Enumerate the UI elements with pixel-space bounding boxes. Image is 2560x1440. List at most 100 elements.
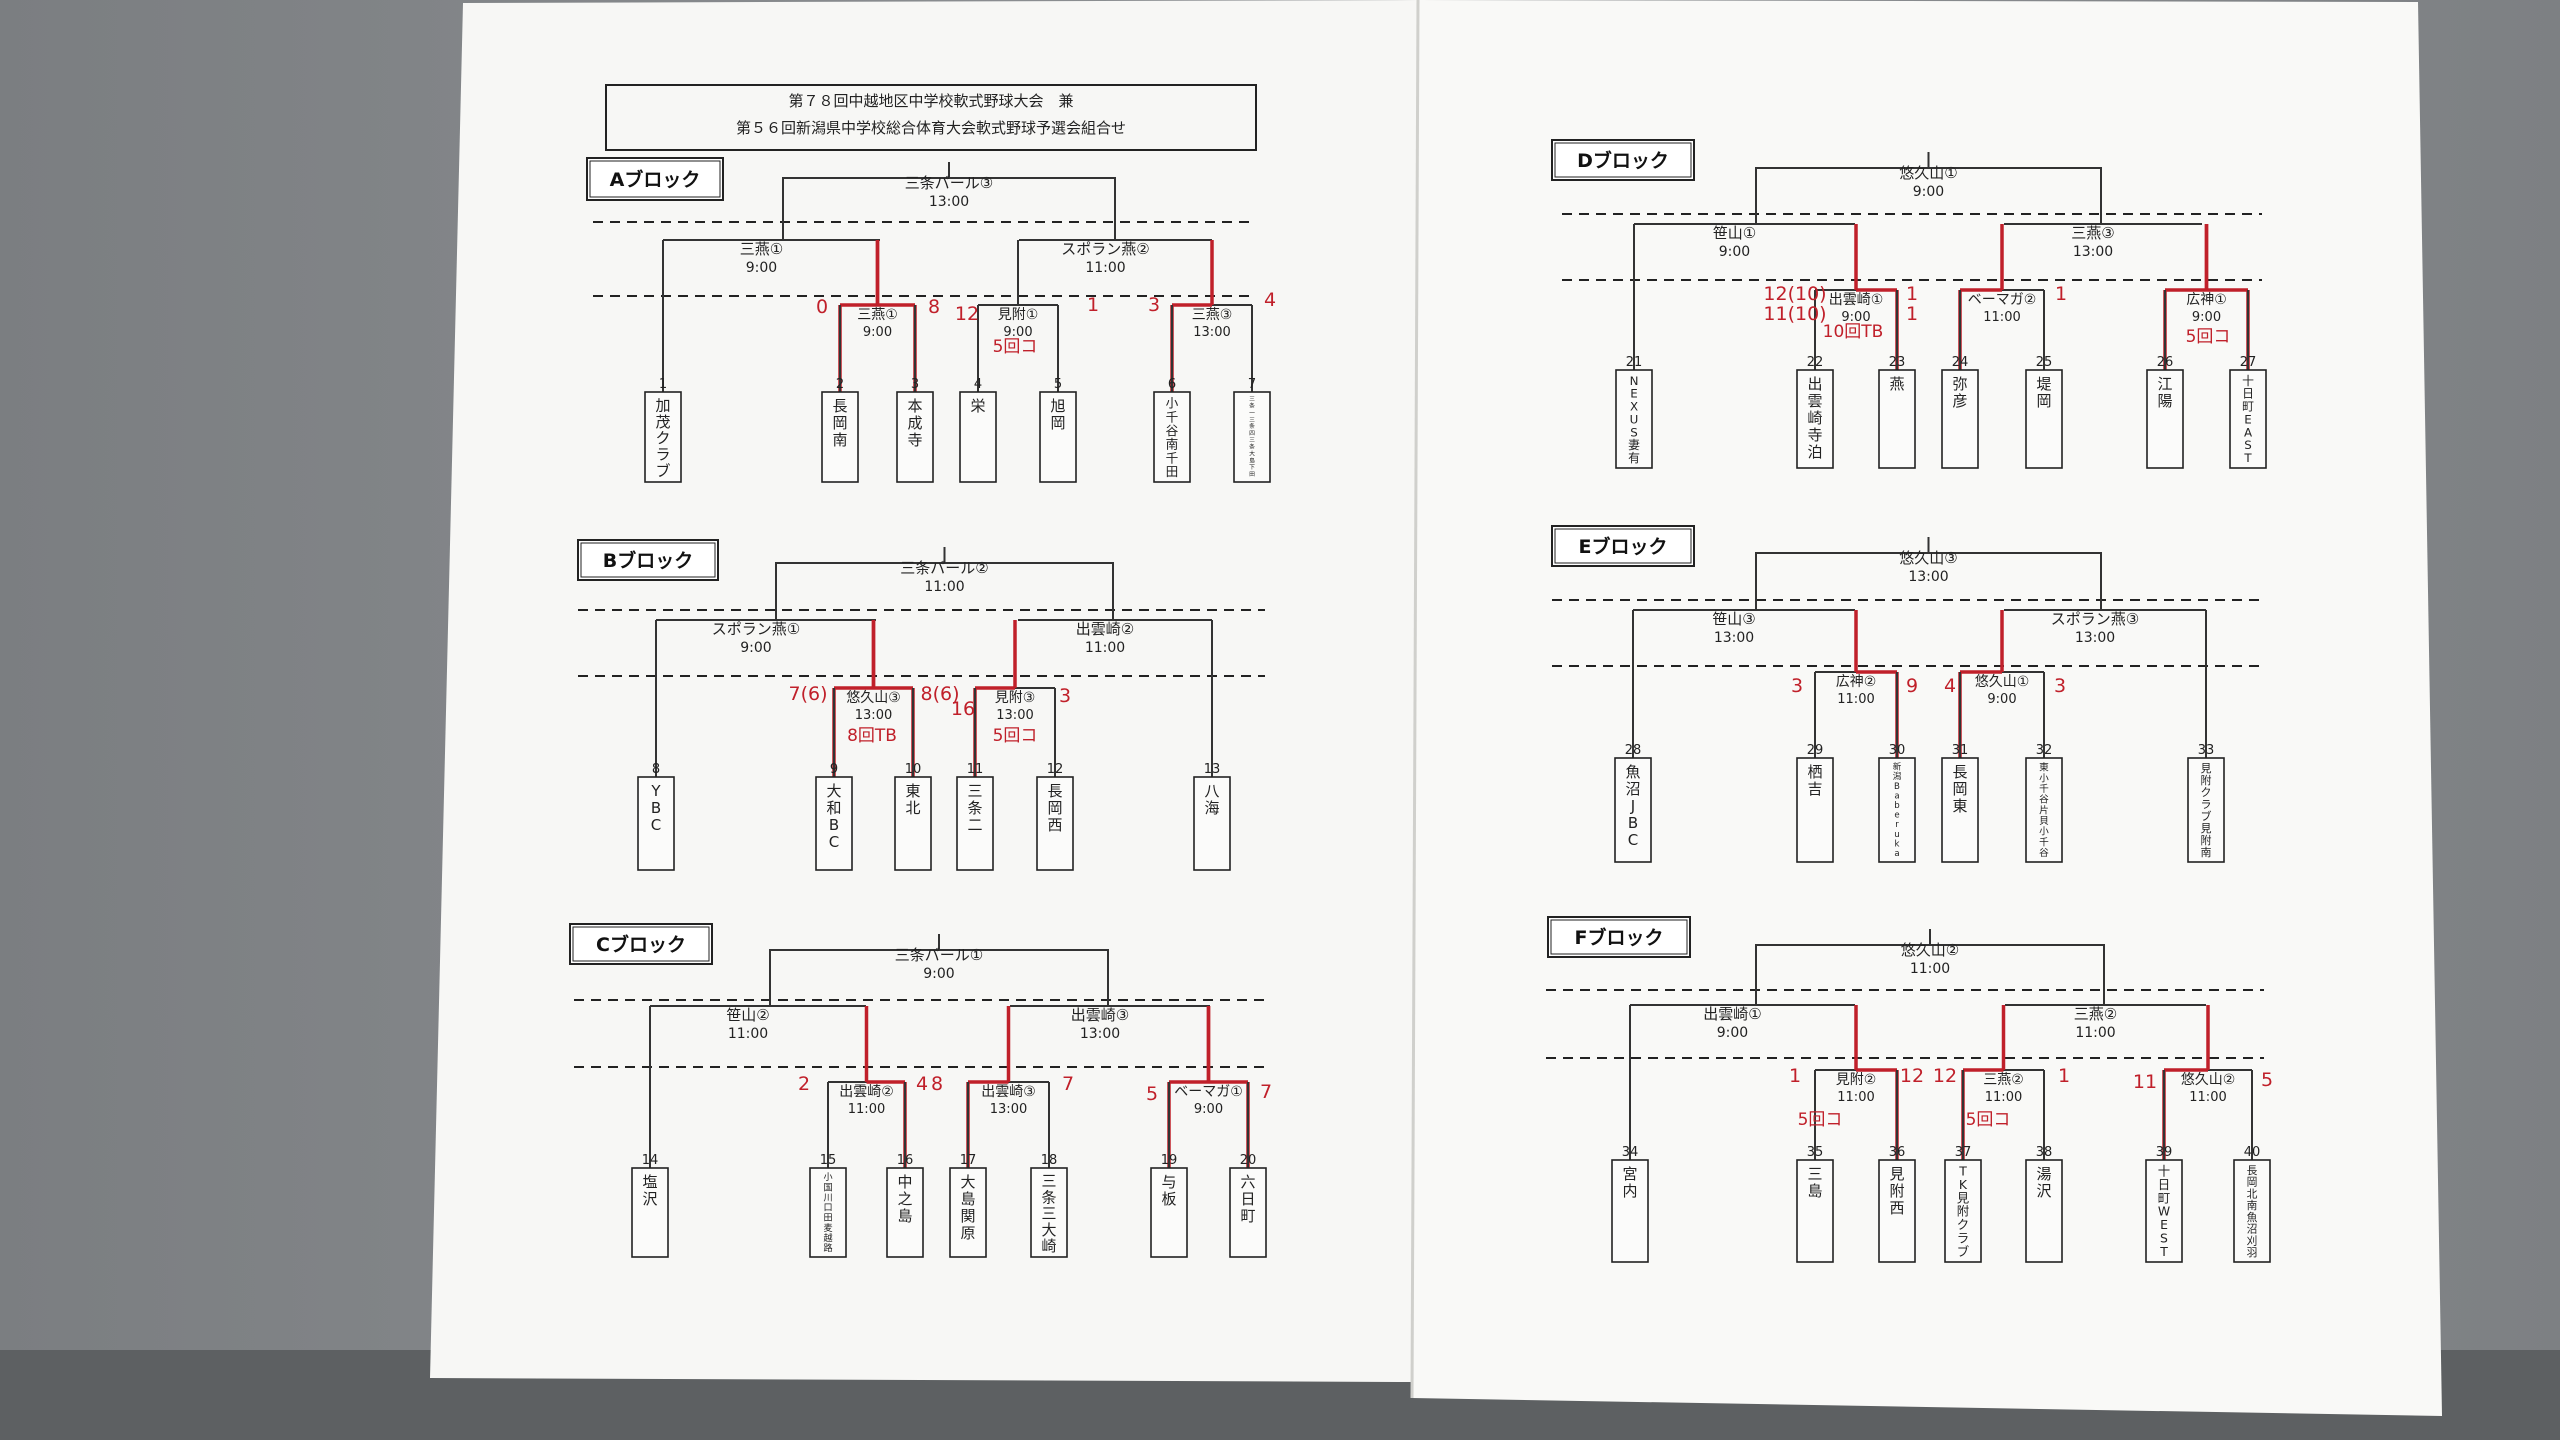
team-name: 宮内 — [1622, 1165, 1637, 1200]
team-name-char: 千 — [1166, 450, 1179, 465]
team-name-char: T — [2243, 451, 2252, 465]
handwritten-score: 3 — [1791, 675, 1803, 697]
team-name-char: 加 — [655, 396, 670, 414]
team-box — [2229, 369, 2267, 469]
team-name-char: 関 — [960, 1207, 975, 1225]
team-box — [1941, 369, 1979, 469]
semi-time: 11:00 — [1085, 260, 1125, 276]
team-box — [2025, 369, 2063, 469]
team-name-char: 出 — [1807, 375, 1822, 393]
team-name-char: 之 — [897, 1190, 912, 1208]
final-bracket — [782, 177, 1116, 240]
semi-venue: 三燕① — [740, 240, 783, 258]
team-name-char: 三 — [1249, 437, 1255, 444]
team-number: 20 — [1240, 1153, 1257, 1168]
team-name-char: 岡 — [1952, 780, 1967, 798]
team-name-char: 田 — [823, 1213, 832, 1224]
team-name-char: 島 — [897, 1207, 912, 1225]
handwritten-note: 5回コ — [1966, 1110, 2011, 1130]
block-label: Eブロック — [1579, 535, 1668, 558]
team-name-char: 川 — [823, 1193, 832, 1203]
team-name-char: 田 — [1166, 464, 1179, 479]
team-name-char: 小 — [2039, 773, 2049, 784]
team-name-char: 沢 — [2036, 1182, 2051, 1200]
team-name: 塩沢 — [642, 1173, 657, 1208]
team-box — [2146, 369, 2184, 469]
first-venue: 出雲崎② — [839, 1084, 894, 1100]
team-number: 10 — [905, 762, 922, 777]
team-name-char: 潟 — [1893, 770, 1902, 782]
team-name-char: ク — [1957, 1217, 1969, 1232]
team-box — [2025, 1159, 2063, 1263]
team-name: 三島 — [1807, 1165, 1822, 1200]
final-bracket — [1755, 167, 2102, 224]
semi-time: 9:00 — [1717, 1025, 1748, 1041]
first-time: 11:00 — [848, 1102, 885, 1117]
team-name-char: 妻 — [1628, 438, 1640, 452]
team-name: 東北 — [905, 782, 920, 817]
team-name-char: 日 — [1240, 1190, 1255, 1208]
team-name-char: 西 — [1889, 1199, 1904, 1217]
team-name-char: e — [1894, 811, 1899, 821]
first-time: 13:00 — [990, 1102, 1027, 1117]
team-box — [1036, 776, 1074, 871]
handwritten-score: 4 — [1944, 675, 1956, 697]
team-name-char: 大 — [1249, 450, 1255, 458]
first-venue: 見附② — [1836, 1072, 1877, 1088]
team-number: 31 — [1952, 743, 1969, 758]
team-number: 23 — [1889, 355, 1906, 370]
semi-time: 11:00 — [728, 1026, 768, 1042]
semi-venue: スポラン燕① — [712, 620, 800, 638]
team-name-char: 国 — [823, 1182, 832, 1193]
first-venue: 悠久山③ — [846, 690, 901, 706]
team-number: 34 — [1622, 1145, 1639, 1160]
team-number: 4 — [974, 377, 982, 392]
semi-time: 13:00 — [2075, 630, 2115, 646]
team-box — [956, 776, 994, 871]
team-name-char: 三 — [1249, 396, 1255, 403]
team-name-char: Y — [650, 782, 661, 800]
team-name-char: 島 — [960, 1190, 975, 1208]
handwritten-score: 0 — [816, 296, 828, 318]
handwritten-score: 12(10) — [1763, 283, 1826, 305]
team-name-char: 南 — [832, 431, 847, 449]
team-name: 八海 — [1204, 782, 1219, 817]
team-name-char: E — [1630, 387, 1637, 401]
team-name-char: 東 — [905, 782, 920, 800]
first-venue: 広神② — [1836, 674, 1877, 690]
team-name-char: ク — [2201, 786, 2212, 799]
team-name-char: 内 — [1622, 1182, 1637, 1200]
team-name-char: 弥 — [1952, 375, 1967, 393]
semi-venue: 出雲崎① — [1703, 1005, 1761, 1023]
block-f: Fブロック悠久山②11:00出雲崎①9:00三燕②11:00見附②11:00三燕… — [1546, 916, 2273, 1263]
team-name: 長岡南 — [832, 397, 847, 449]
team-name: YBC — [650, 782, 661, 834]
team-name-char: 八 — [1204, 782, 1219, 800]
team-box — [1614, 757, 1652, 863]
semi-time: 11:00 — [2075, 1025, 2115, 1041]
team-name-char: 塩 — [642, 1173, 657, 1191]
handwritten-score: 8 — [928, 296, 940, 318]
team-box — [2145, 1159, 2183, 1263]
team-name-char: 原 — [960, 1224, 975, 1242]
team-number: 5 — [1054, 377, 1062, 392]
team-name-char: 彦 — [1952, 392, 1967, 410]
team-name-char: 千 — [2039, 837, 2049, 848]
team-name-char: 宮 — [1622, 1165, 1637, 1183]
team-name-char: 条 — [1041, 1188, 1056, 1206]
team-name-char: 谷 — [2039, 848, 2049, 859]
block-label: Aブロック — [610, 168, 701, 191]
first-venue: 出雲崎① — [1829, 292, 1884, 308]
team-number: 13 — [1204, 762, 1221, 777]
team-name-char: b — [1894, 801, 1899, 811]
team-name-char: B — [1894, 782, 1900, 792]
header-line-1: 第７８回中越地区中学校軟式野球大会 兼 — [788, 92, 1073, 110]
team-name-char: 東 — [2039, 762, 2049, 774]
team-name-char: 三 — [967, 782, 982, 800]
final-venue: 悠久山① — [1899, 164, 1957, 182]
final-venue: 悠久山② — [1901, 941, 1959, 959]
block-a: Aブロック三条パール③13:00三燕①9:00スポラン燕②11:00三燕①9:0… — [586, 157, 1276, 483]
